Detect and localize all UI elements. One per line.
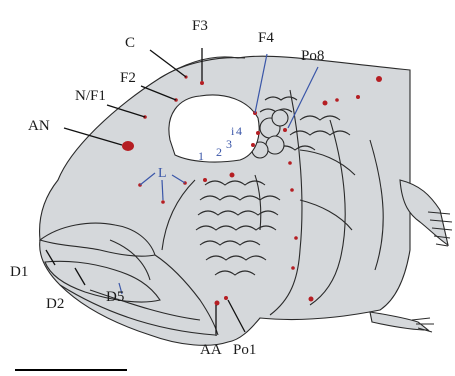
orbit: [169, 95, 259, 162]
pore-AA: [215, 301, 220, 306]
pore-op3: [294, 236, 298, 240]
pelvic-fin: [370, 312, 434, 332]
pore-F3: [200, 81, 204, 85]
pore-dorsal2: [335, 98, 339, 102]
label-Po1: Po1: [233, 342, 256, 358]
label-NF1: N/F1: [75, 88, 106, 104]
label-F3: F3: [192, 18, 208, 34]
label-F2: F2: [120, 70, 136, 86]
pore-dorsal4: [376, 76, 382, 82]
pore-L3: [161, 200, 165, 204]
label-D2: D2: [46, 296, 64, 312]
pore-op2: [290, 188, 294, 192]
pore-op4: [291, 266, 295, 270]
label-F4: F4: [258, 30, 274, 46]
pore-3: [251, 143, 255, 147]
pore-Po1: [224, 296, 228, 300]
label-Po8: Po8: [301, 48, 324, 64]
label-AN: AN: [28, 118, 50, 134]
pore-4: [256, 131, 260, 135]
pore-1: [203, 178, 207, 182]
label-D1: D1: [10, 264, 28, 280]
label-3: 3: [226, 137, 232, 151]
label-C: C: [125, 35, 135, 51]
label-2: 2: [216, 145, 222, 159]
pore-op5: [309, 297, 314, 302]
label-D5: D5: [106, 289, 124, 305]
pore-Po8: [283, 128, 287, 132]
label-AA: AA: [200, 342, 222, 358]
label-4: 4: [236, 124, 242, 138]
pore-dorsal3: [356, 95, 360, 99]
pore-2: [230, 173, 235, 178]
label-L: L: [158, 166, 167, 181]
pore-op1: [288, 161, 292, 165]
pore-AN: [122, 141, 134, 151]
pore-dorsal1: [323, 101, 328, 106]
label-1: 1: [198, 149, 204, 163]
